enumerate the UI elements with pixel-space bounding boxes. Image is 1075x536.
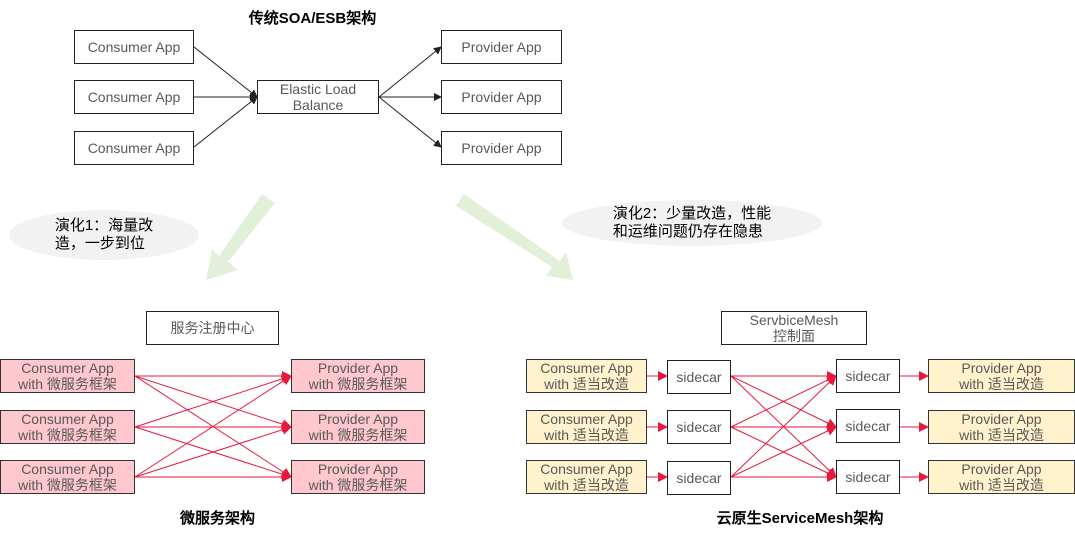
soa-consumer-label: Consumer App	[87, 89, 181, 105]
mesh-consumer-app[interactable]: Consumer App with 适当改造	[526, 410, 647, 444]
evolution2-note: 演化2：少量改造，性能 和运维问题仍存在隐患	[562, 200, 822, 246]
soa-edge	[378, 96, 442, 148]
ms-provider-app[interactable]: Provider App with 微服务框架	[291, 460, 425, 494]
soa-provider-app[interactable]: Provider App	[441, 131, 562, 165]
consumer-sidecar[interactable]: sidecar	[667, 461, 731, 495]
mesh-provider-app[interactable]: Provider App with 适当改造	[928, 460, 1075, 494]
provider-sidecar[interactable]: sidecar	[836, 359, 900, 393]
evolution1-label: 演化1：海量改 造，一步到位	[54, 217, 154, 252]
service-registry[interactable]: 服务注册中心	[146, 311, 279, 345]
mesh-sidecar-edge	[730, 375, 837, 478]
evolution1-arrow	[206, 194, 275, 280]
elastic-load-balance[interactable]: Elastic Load Balance	[257, 80, 379, 114]
ms-provider-label: Provider App with 微服务框架	[308, 461, 408, 493]
soa-consumer-app[interactable]: Consumer App	[74, 80, 194, 114]
soa-provider-app[interactable]: Provider App	[441, 30, 562, 64]
ms-edge	[134, 375, 292, 478]
soa-edge	[378, 46, 442, 98]
mesh-consumer-app[interactable]: Consumer App with 适当改造	[526, 359, 647, 393]
ms-consumer-label: Consumer App with 微服务框架	[18, 411, 117, 443]
soa-provider-label: Provider App	[461, 89, 542, 105]
ms-provider-label: Provider App with 微服务框架	[308, 411, 408, 443]
soa-consumer-label: Consumer App	[87, 140, 181, 156]
sidecar-label: sidecar	[845, 469, 891, 485]
provider-sidecar[interactable]: sidecar	[836, 460, 900, 494]
mesh-consumer-label: Consumer App with 适当改造	[540, 461, 633, 493]
sidecar-label: sidecar	[845, 368, 891, 384]
ms-consumer-label: Consumer App with 微服务框架	[18, 461, 117, 493]
mesh-sidecar-edge	[730, 375, 837, 428]
ms-consumer-app[interactable]: Consumer App with 微服务框架	[0, 460, 135, 494]
ms-consumer-app[interactable]: Consumer App with 微服务框架	[0, 359, 135, 393]
ms-edge	[134, 424, 292, 478]
ms-provider-app[interactable]: Provider App with 微服务框架	[291, 359, 425, 393]
soa-consumer-label: Consumer App	[87, 39, 181, 55]
soa-edge	[193, 96, 258, 148]
evolution1-note: 演化1：海量改 造，一步到位	[9, 210, 199, 260]
soa-edge	[193, 46, 258, 98]
soa-consumer-app[interactable]: Consumer App	[74, 30, 194, 64]
ms-consumer-label: Consumer App with 微服务框架	[18, 360, 117, 392]
mesh-consumer-label: Consumer App with 适当改造	[540, 411, 633, 443]
control-plane-label: ServbiceMesh 控制面	[749, 312, 839, 344]
ms-provider-label: Provider App with 微服务框架	[308, 360, 408, 392]
sidecar-label: sidecar	[676, 419, 722, 435]
consumer-sidecar[interactable]: sidecar	[667, 360, 731, 394]
mesh-provider-label: Provider App with 适当改造	[959, 461, 1044, 493]
mesh-consumer-app[interactable]: Consumer App with 适当改造	[526, 460, 647, 494]
soa-provider-label: Provider App	[461, 39, 542, 55]
evolution2-arrow	[456, 194, 573, 280]
soa-provider-label: Provider App	[461, 140, 542, 156]
registry-label: 服务注册中心	[170, 320, 255, 336]
soa-provider-app[interactable]: Provider App	[441, 80, 562, 114]
microservice-title: 微服务架构	[179, 510, 255, 527]
ms-consumer-app[interactable]: Consumer App with 微服务框架	[0, 410, 135, 444]
mesh-provider-app[interactable]: Provider App with 适当改造	[928, 410, 1075, 444]
provider-sidecar[interactable]: sidecar	[836, 409, 900, 443]
consumer-sidecar[interactable]: sidecar	[667, 410, 731, 444]
soa-title: 传统SOA/ESB架构	[248, 10, 377, 27]
soa-consumer-app[interactable]: Consumer App	[74, 131, 194, 165]
sidecar-label: sidecar	[676, 369, 722, 385]
ms-provider-app[interactable]: Provider App with 微服务框架	[291, 410, 425, 444]
sidecar-label: sidecar	[845, 418, 891, 434]
sidecar-label: sidecar	[676, 470, 722, 486]
mesh-title: 云原生ServiceMesh架构	[716, 510, 884, 527]
mesh-control-plane[interactable]: ServbiceMesh 控制面	[721, 311, 867, 345]
mesh-consumer-label: Consumer App with 适当改造	[540, 360, 633, 392]
mesh-provider-label: Provider App with 适当改造	[959, 360, 1044, 392]
mesh-provider-app[interactable]: Provider App with 适当改造	[928, 359, 1075, 393]
ms-edge	[134, 374, 292, 428]
mesh-sidecar-edge	[730, 426, 837, 478]
mesh-provider-label: Provider App with 适当改造	[959, 411, 1044, 443]
evolution2-label: 演化2：少量改造，性能 和运维问题仍存在隐患	[612, 205, 772, 240]
elb-label: Elastic Load Balance	[279, 81, 357, 113]
